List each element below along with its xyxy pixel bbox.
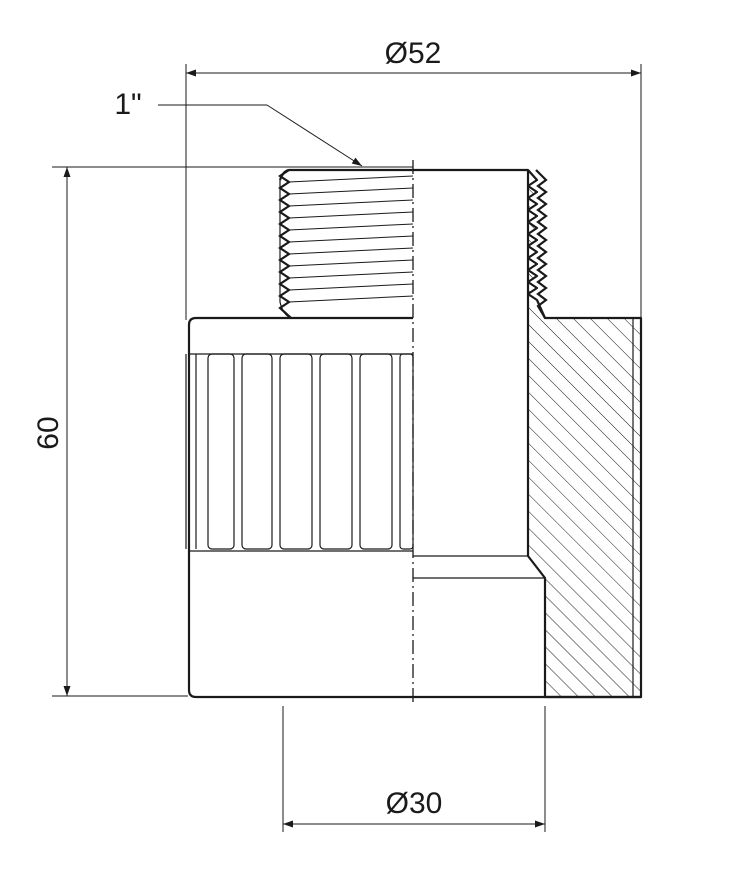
thread-size-label: 1" [114, 88, 141, 121]
leader-line [266, 104, 363, 167]
rib [207, 353, 235, 550]
rib [241, 353, 273, 550]
section-thread-profile [535, 169, 548, 319]
rib [359, 353, 393, 550]
thread-profile [278, 169, 292, 319]
external-thread [278, 168, 414, 319]
outer-diameter-label: Ø52 [385, 37, 442, 70]
section-view [413, 168, 643, 699]
height-label: 60 [32, 416, 65, 449]
exterior-view [185, 168, 414, 699]
thread-size-callout: 1" [114, 88, 363, 167]
wall-section-hatch [526, 168, 643, 699]
thread-crest-lines [288, 175, 414, 303]
grip-ribs [185, 353, 414, 550]
rib [399, 353, 414, 550]
dimension-socket-diameter: Ø30 [282, 706, 546, 832]
body-outline [187, 316, 413, 699]
socket-diameter-label: Ø30 [386, 787, 443, 820]
dimension-outer-diameter: Ø52 [185, 37, 642, 320]
rib-edge [185, 354, 197, 549]
rib [319, 353, 353, 550]
dimension-height: 60 [32, 166, 413, 697]
rib [279, 353, 313, 550]
thread-top-edge [278, 168, 413, 181]
